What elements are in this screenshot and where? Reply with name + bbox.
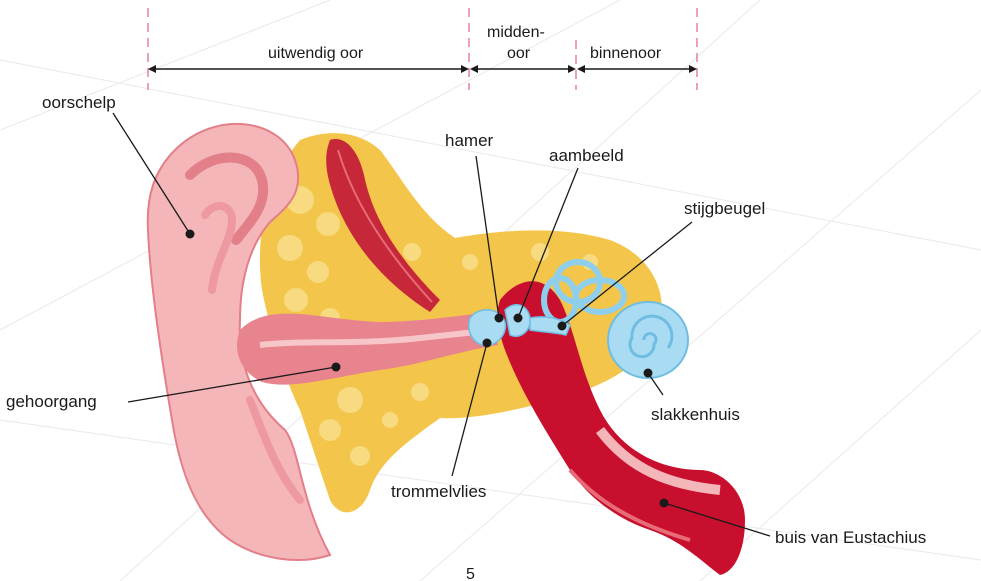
label-pinna: oorschelp bbox=[42, 93, 116, 112]
section-middle-ear-label-2: oor bbox=[507, 45, 531, 62]
page-number: 5 bbox=[466, 566, 475, 581]
label-cochlea: slakkenhuis bbox=[651, 405, 740, 424]
section-inner-ear-label: binnenoor bbox=[590, 45, 662, 62]
section-middle-ear-label-1: midden- bbox=[487, 24, 545, 41]
label-stirrup: stijgbeugel bbox=[684, 199, 765, 218]
label-eustachian-tube: buis van Eustachius bbox=[775, 528, 926, 547]
section-arrows bbox=[148, 65, 697, 73]
label-eardrum: trommelvlies bbox=[391, 482, 486, 501]
ear-illustration bbox=[148, 124, 745, 575]
section-outer-ear-label: uitwendig oor bbox=[268, 45, 364, 62]
cochlea-shape bbox=[608, 302, 688, 378]
label-ear-canal: gehoorgang bbox=[6, 392, 97, 411]
label-anvil: aambeeld bbox=[549, 146, 624, 165]
label-hammer: hamer bbox=[445, 131, 494, 150]
